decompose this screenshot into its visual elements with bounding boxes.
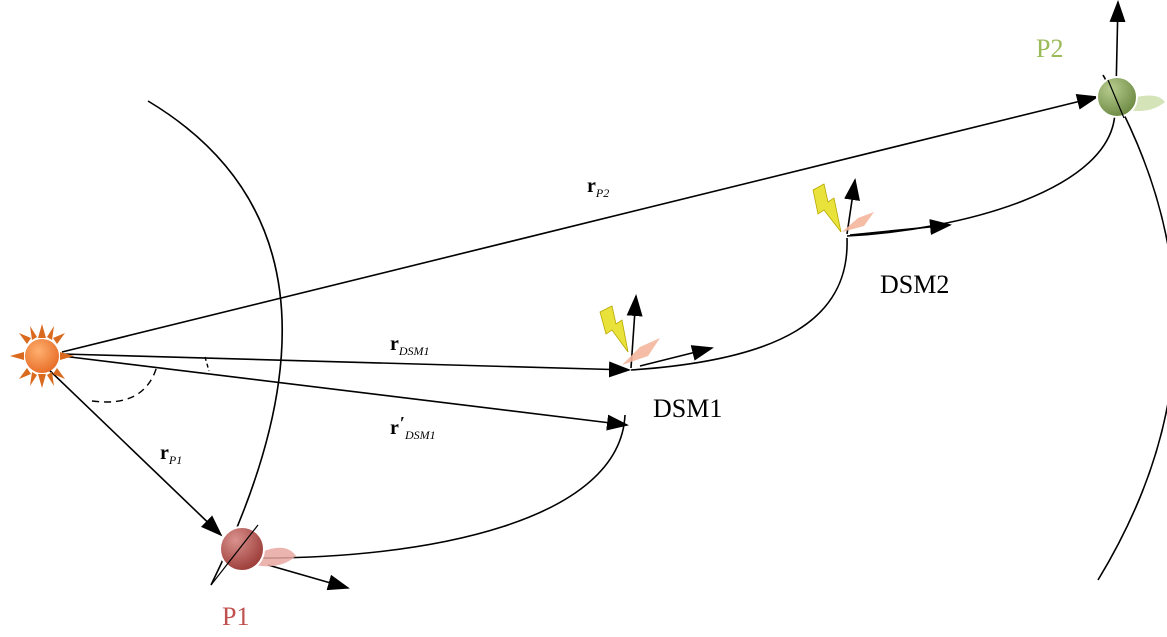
label-p1: P1 <box>222 602 250 631</box>
label-dsm1: DSM1 <box>653 394 723 423</box>
planet-icon <box>1096 76 1138 118</box>
lightning-icon <box>599 305 629 353</box>
flame-icon <box>622 338 660 365</box>
planet-flame <box>255 547 296 567</box>
velocity-dsm2-out <box>849 219 952 236</box>
flame-icon <box>842 212 874 232</box>
trajectory-leg-1 <box>247 414 626 559</box>
label-p2: P2 <box>1036 34 1064 63</box>
angle-arc-large <box>91 365 158 403</box>
label-r-dsm1: rDSM1 <box>390 333 430 358</box>
planet-p2 <box>1096 76 1165 119</box>
orbit-p2 <box>1097 74 1167 581</box>
label-r-p2: rP2 <box>587 175 610 200</box>
label-dsm2: DSM2 <box>880 270 950 299</box>
vector-r-dsm1-prime <box>61 355 629 431</box>
orbit-p1 <box>147 100 283 586</box>
dsm1-burn <box>599 305 660 365</box>
angle-arc-small <box>204 356 210 372</box>
sun <box>10 324 74 388</box>
lightning-icon <box>812 183 842 233</box>
dsm2-burn <box>812 183 874 233</box>
velocity-p1 <box>267 564 350 591</box>
label-r-dsm1-prime: r′DSM1 <box>390 413 436 442</box>
vector-r-dsm1 <box>61 353 631 378</box>
sun-icon <box>10 324 74 388</box>
trajectory-leg-2 <box>630 237 848 371</box>
velocity-dsm1-out <box>639 345 714 367</box>
planet-p1 <box>210 524 296 586</box>
velocity-dsm2-up <box>844 178 860 235</box>
trajectory-leg-3 <box>846 109 1116 237</box>
vector-r-p2 <box>61 94 1099 353</box>
label-r-p1: rP1 <box>160 442 183 467</box>
vector-r-p1 <box>44 365 223 537</box>
